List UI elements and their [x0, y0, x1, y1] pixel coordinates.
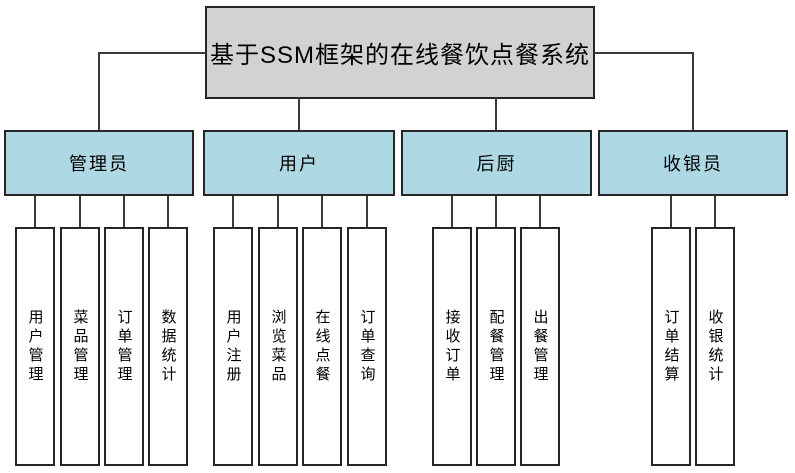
connector-line — [79, 196, 81, 227]
leaf-label: 用户管理 — [26, 308, 44, 385]
leaf-node-order-query: 订单查询 — [347, 227, 387, 466]
connector-line — [167, 196, 169, 227]
connector-line — [670, 196, 672, 227]
branch-node-user: 用户 — [203, 130, 395, 196]
leaf-label: 配餐管理 — [487, 308, 505, 385]
leaf-label: 出餐管理 — [531, 308, 549, 385]
leaf-node-meal-prep-management: 配餐管理 — [476, 227, 516, 466]
connector-line — [539, 196, 541, 227]
leaf-node-cashier-statistics: 收银统计 — [695, 227, 735, 466]
leaf-node-data-statistics: 数据统计 — [148, 227, 188, 466]
connector-line — [277, 196, 279, 227]
leaf-label: 数据统计 — [159, 308, 177, 385]
leaf-label: 浏览菜品 — [269, 308, 287, 385]
connector-line — [714, 196, 716, 227]
leaf-label: 菜品管理 — [71, 308, 89, 385]
leaf-node-browse-dishes: 浏览菜品 — [258, 227, 298, 466]
leaf-label: 在线点餐 — [313, 308, 331, 385]
branch-node-kitchen: 后厨 — [401, 130, 592, 196]
connector-line — [123, 196, 125, 227]
connector-line — [366, 196, 368, 227]
leaf-node-order-management: 订单管理 — [104, 227, 144, 466]
connector-line — [692, 52, 694, 130]
connector-line — [34, 196, 36, 227]
root-node-title: 基于SSM框架的在线餐饮点餐系统 — [205, 6, 595, 99]
leaf-node-order-settlement: 订单结算 — [651, 227, 691, 466]
connector-line — [98, 52, 100, 130]
connector-line — [594, 52, 694, 54]
connector-line — [98, 52, 206, 54]
leaf-label: 接收订单 — [443, 308, 461, 385]
leaf-node-online-order: 在线点餐 — [302, 227, 342, 466]
leaf-label: 订单结算 — [662, 308, 680, 385]
leaf-label: 订单查询 — [358, 308, 376, 385]
leaf-node-user-register: 用户注册 — [213, 227, 253, 466]
leaf-label: 用户注册 — [224, 308, 242, 385]
connector-line — [495, 97, 497, 130]
connector-line — [321, 196, 323, 227]
connector-line — [232, 196, 234, 227]
leaf-node-receive-orders: 接收订单 — [432, 227, 472, 466]
leaf-label: 收银统计 — [706, 308, 724, 385]
connector-line — [451, 196, 453, 227]
leaf-node-dish-management: 菜品管理 — [60, 227, 100, 466]
leaf-node-meal-out-management: 出餐管理 — [520, 227, 560, 466]
branch-node-cashier: 收银员 — [598, 130, 788, 196]
connector-line — [298, 97, 300, 130]
connector-line — [495, 196, 497, 227]
leaf-node-user-management: 用户管理 — [15, 227, 55, 466]
branch-node-admin: 管理员 — [4, 130, 194, 196]
leaf-label: 订单管理 — [115, 308, 133, 385]
